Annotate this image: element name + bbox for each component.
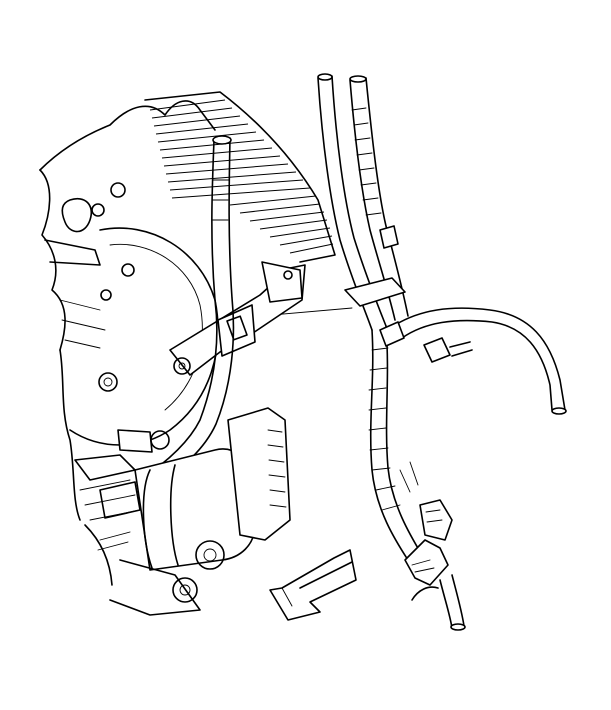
front-of-vehicle-arrow [269, 549, 357, 621]
cooler-line-bracket [139, 135, 306, 491]
arrow-icon [269, 549, 357, 621]
starter-motor [84, 407, 291, 616]
engine-block [39, 91, 336, 521]
wiring-harness-connector [399, 461, 453, 601]
cooler-line-fitting [379, 321, 473, 363]
transmission-cooler-lines [317, 73, 567, 631]
